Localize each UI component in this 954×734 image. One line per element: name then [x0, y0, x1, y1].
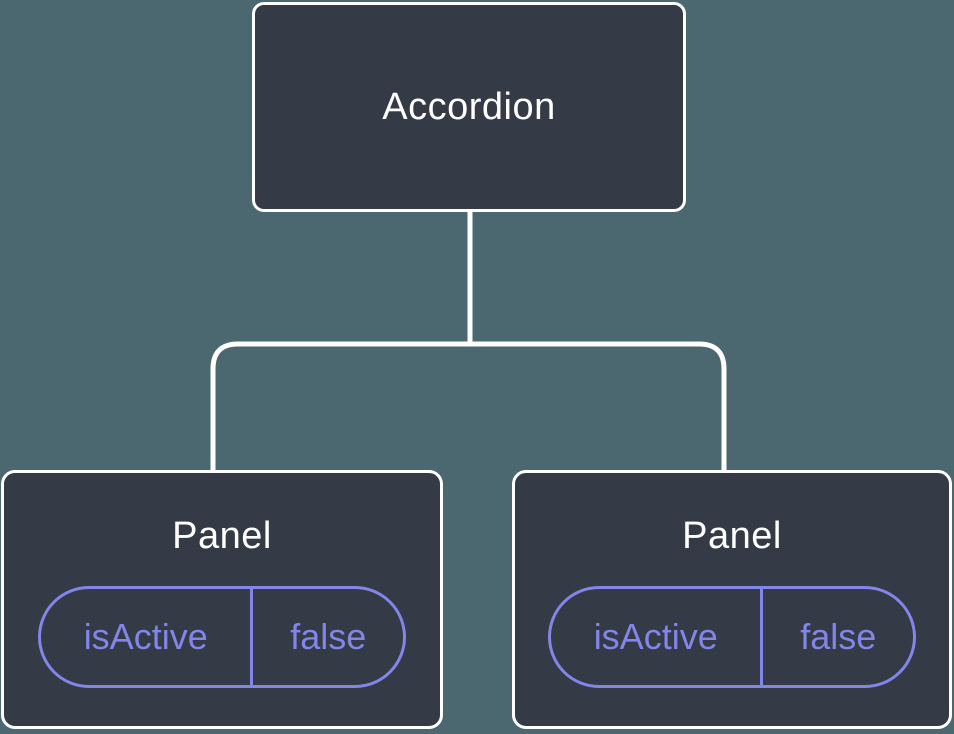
tree-node-panel-left: Panel isActive false — [1, 470, 443, 729]
prop-value: false — [250, 589, 403, 685]
prop-value: false — [760, 589, 913, 685]
prop-pill: isActive false — [38, 586, 406, 688]
prop-pill: isActive false — [548, 586, 916, 688]
node-label: Accordion — [382, 85, 556, 128]
tree-node-accordion: Accordion — [252, 2, 686, 212]
tree-node-panel-right: Panel isActive false — [512, 470, 952, 729]
node-label: Panel — [682, 515, 782, 557]
connector-branch — [210, 341, 727, 474]
node-label: Panel — [172, 515, 272, 557]
prop-name: isActive — [83, 616, 208, 657]
prop-name: isActive — [593, 616, 718, 657]
